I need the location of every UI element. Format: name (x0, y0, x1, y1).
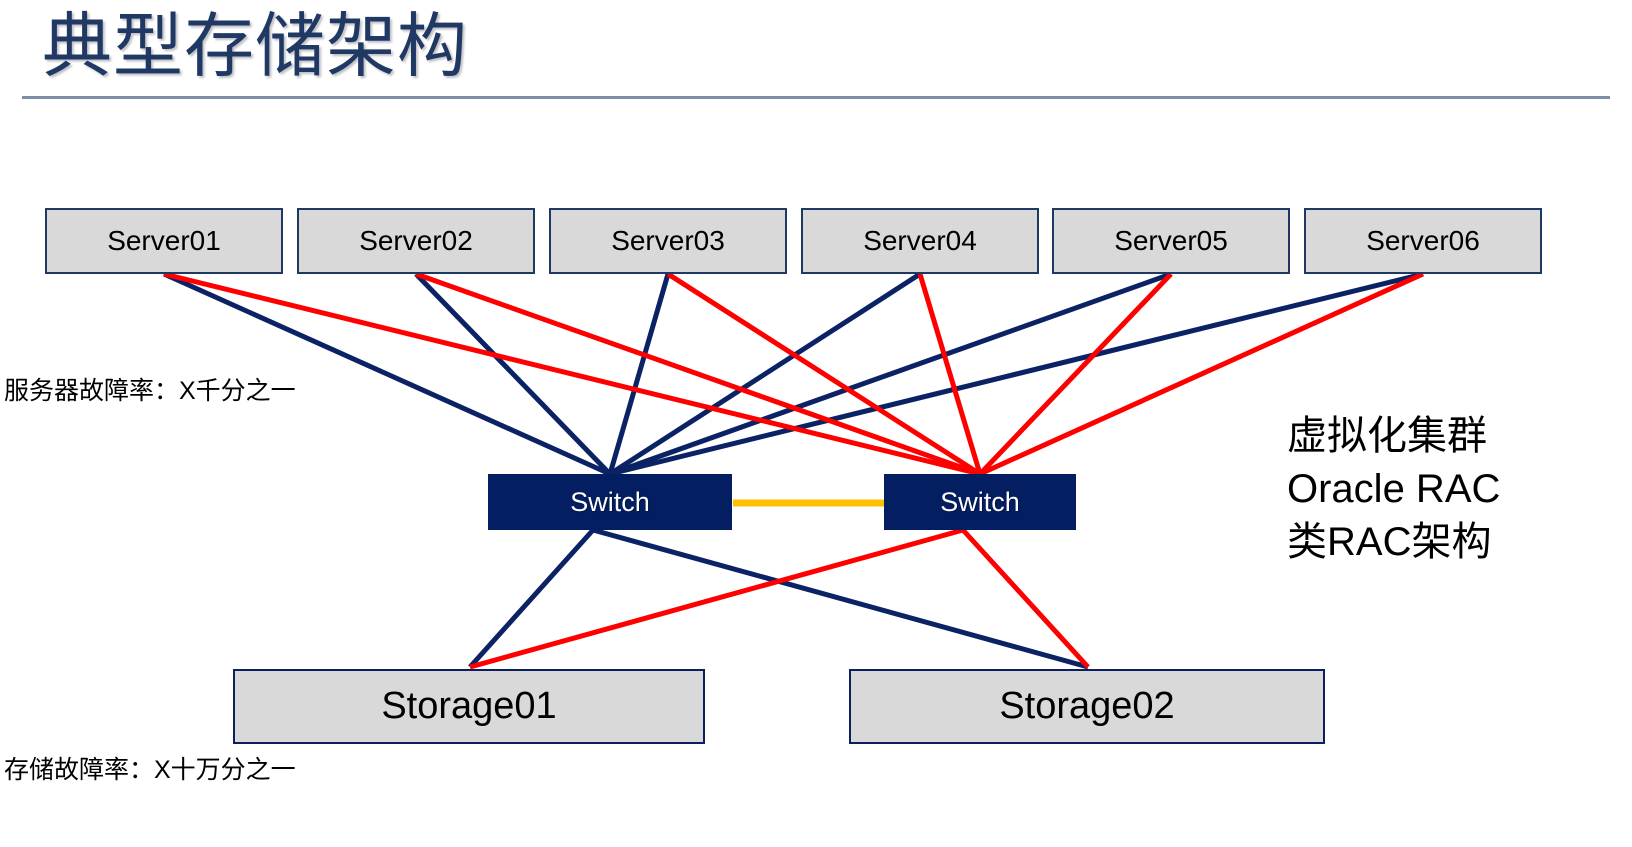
node-label: Server01 (107, 225, 221, 256)
title-divider (22, 96, 1610, 99)
node-server02[interactable]: Server02 (297, 208, 535, 274)
node-label: Server02 (359, 225, 473, 256)
right-annotation-block: 虚拟化集群 Oracle RAC 类RAC架构 (1287, 410, 1500, 569)
node-storage01[interactable]: Storage01 (233, 669, 705, 744)
node-label: Switch (940, 486, 1020, 517)
right-annotation-line-1: 虚拟化集群 (1287, 414, 1487, 458)
page-title: 典型存储架构 (42, 7, 468, 85)
node-switch-left[interactable]: Switch (488, 474, 732, 530)
node-server06[interactable]: Server06 (1304, 208, 1542, 274)
server-to-switch-left-links (162, 271, 1424, 477)
node-server01[interactable]: Server01 (45, 208, 283, 274)
node-label: Server06 (1366, 225, 1480, 256)
node-storage02[interactable]: Storage02 (849, 669, 1325, 744)
switch-right-to-storage-links (469, 527, 1090, 670)
note-server-failure-rate: 服务器故障率：X千分之一 (4, 377, 296, 405)
node-server04[interactable]: Server04 (801, 208, 1039, 274)
node-server05[interactable]: Server05 (1052, 208, 1290, 274)
node-label: Server04 (863, 225, 977, 256)
note-storage-failure-rate: 存储故障率：X十万分之一 (4, 756, 296, 784)
node-label: Server03 (611, 225, 725, 256)
server-to-switch-right-links (163, 271, 1425, 477)
node-label: Server05 (1114, 225, 1228, 256)
node-label: Switch (570, 486, 650, 517)
right-annotation-line-3: 类RAC架构 (1287, 520, 1492, 564)
node-label: Storage02 (999, 685, 1175, 727)
node-server03[interactable]: Server03 (549, 208, 787, 274)
switch-left-to-storage-links (468, 527, 1089, 670)
node-switch-right[interactable]: Switch (884, 474, 1076, 530)
node-label: Storage01 (381, 685, 557, 727)
right-annotation-line-2: Oracle RAC (1287, 467, 1501, 511)
